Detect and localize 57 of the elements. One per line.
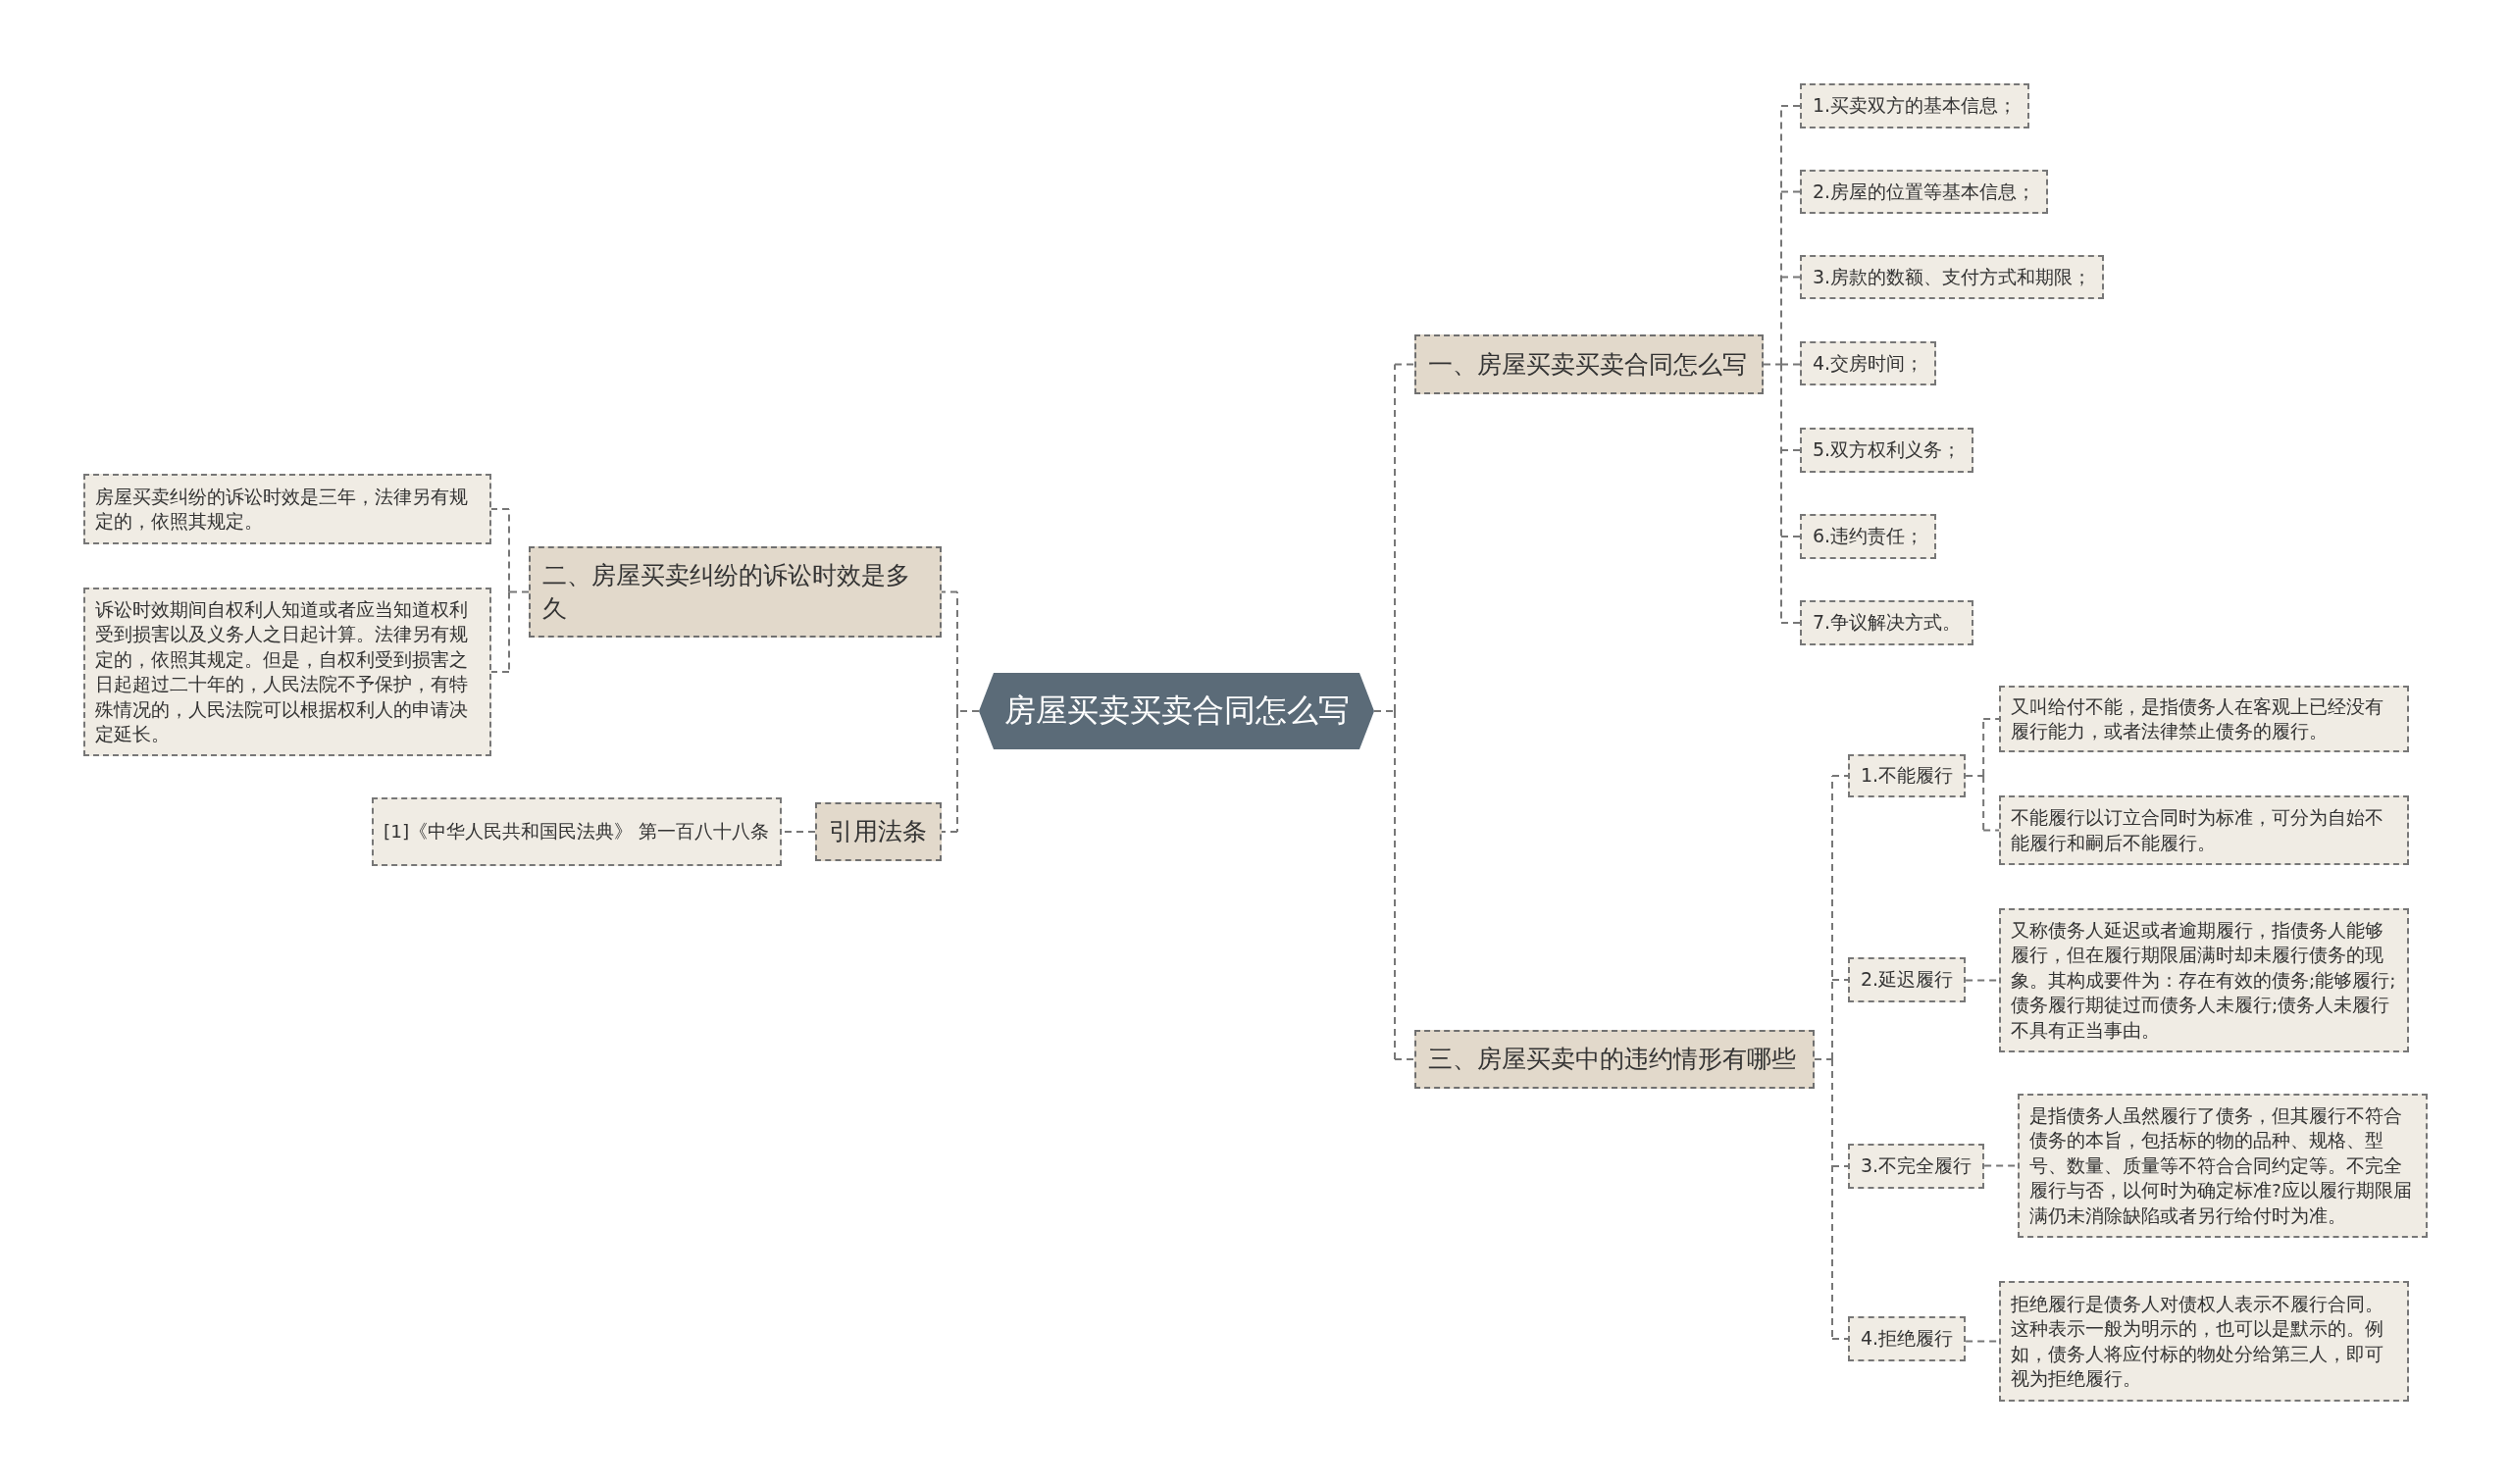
connector-line	[956, 590, 958, 712]
note-box: 不能履行以订立合同时为标准，可分为自始不能履行和嗣后不能履行。	[1999, 795, 2409, 865]
topic-box: 引用法条	[815, 802, 942, 861]
connector-line	[1831, 979, 1849, 981]
connector-line	[1780, 449, 1801, 451]
connector-line	[508, 590, 530, 593]
connector-line	[508, 508, 510, 593]
connector-line	[490, 671, 510, 673]
connector-line	[1394, 710, 1396, 1060]
list-item-box: 7.争议解决方式。	[1800, 600, 1974, 645]
connector-line	[1831, 775, 1849, 777]
connector-line	[941, 831, 958, 833]
connector-line	[1394, 363, 1396, 712]
central-topic: 房屋买卖买卖合同怎么写	[979, 673, 1374, 749]
list-item-box: 2.延迟履行	[1848, 957, 1967, 1002]
connector-line	[1982, 718, 2000, 720]
list-item-box: 2.房屋的位置等基本信息；	[1800, 170, 2049, 214]
connector-line	[1780, 622, 1801, 624]
list-item-box: 4.交房时间；	[1800, 341, 1937, 385]
connector-line	[1780, 105, 1801, 107]
connector-line	[1982, 829, 2000, 832]
connector-line	[1831, 1338, 1849, 1340]
connector-line	[1831, 1165, 1849, 1167]
connector-line	[1814, 1058, 1833, 1060]
note-box: 又称债务人延迟或者逾期履行，指债务人能够履行，但在履行期限届满时却未履行债务的现象。其构成要件为：存在有效的债务;能够履行;债务履行期徒过而债务人未履行;债务人未履行不具有正当事由。	[1999, 908, 2409, 1052]
topic-box: 三、房屋买卖中的违约情形有哪些	[1414, 1030, 1815, 1089]
list-item-box: 1.不能履行	[1848, 754, 1967, 797]
list-item-box: 1.买卖双方的基本信息；	[1800, 83, 2030, 128]
connector-line	[490, 508, 510, 510]
list-item-box: 3.房款的数额、支付方式和期限；	[1800, 255, 2105, 299]
connector-line	[1965, 775, 1985, 777]
note-box: 诉讼时效期间自权利人知道或者应当知道权利受到损害以及义务人之日起计算。法律另有规定的，依照其规定。但是，自权利受到损害之日起超过二十年的，人民法院不予保护，有特殊情况的，人民法院可以根据权利人的申请决定延长。	[83, 588, 491, 756]
list-item-box: 6.违约责任；	[1800, 514, 1937, 559]
connector-line	[1394, 1058, 1415, 1060]
note-box: 房屋买卖纠纷的诉讼时效是三年，法律另有规定的，依照其规定。	[83, 474, 491, 544]
connector-line	[1831, 1058, 1833, 1340]
note-box: 拒绝履行是债务人对债权人表示不履行合同。这种表示一般为明示的，也可以是默示的。例如，债务人将应付标的物处分给第三人，即可视为拒绝履行。	[1999, 1281, 2409, 1402]
note-box: [1]《中华人民共和国民法典》 第一百八十八条	[372, 797, 782, 866]
connector-line	[1780, 536, 1801, 537]
list-item-box: 5.双方权利义务；	[1800, 428, 1974, 473]
note-box: 是指债务人虽然履行了债务，但其履行不符合债务的本旨，包括标的物的品种、规格、型号、数量、质量等不符合合同约定等。不完全履行与否，以何时为确定标准?应以履行期限届满仍未消除缺陷或者另行给付时为准。	[2018, 1094, 2428, 1238]
connector-line	[1780, 276, 1801, 279]
connector-line	[1763, 363, 1782, 366]
connector-line	[508, 590, 510, 673]
list-item-box: 4.拒绝履行	[1848, 1316, 1967, 1361]
connector-line	[1831, 775, 1833, 1060]
connector-line	[941, 590, 958, 593]
connector-line	[1780, 363, 1801, 366]
connector-line	[956, 710, 958, 833]
connector-line	[1373, 710, 1396, 712]
connector-line	[1780, 190, 1801, 193]
topic-box: 二、房屋买卖纠纷的诉讼时效是多久	[529, 546, 942, 638]
topic-box: 一、房屋买卖买卖合同怎么写	[1414, 334, 1764, 394]
connector-line	[1982, 775, 1985, 832]
note-box: 又叫给付不能，是指债务人在客观上已经没有履行能力，或者法律禁止债务的履行。	[1999, 686, 2409, 752]
connector-line	[1394, 363, 1415, 366]
list-item-box: 3.不完全履行	[1848, 1144, 1985, 1189]
